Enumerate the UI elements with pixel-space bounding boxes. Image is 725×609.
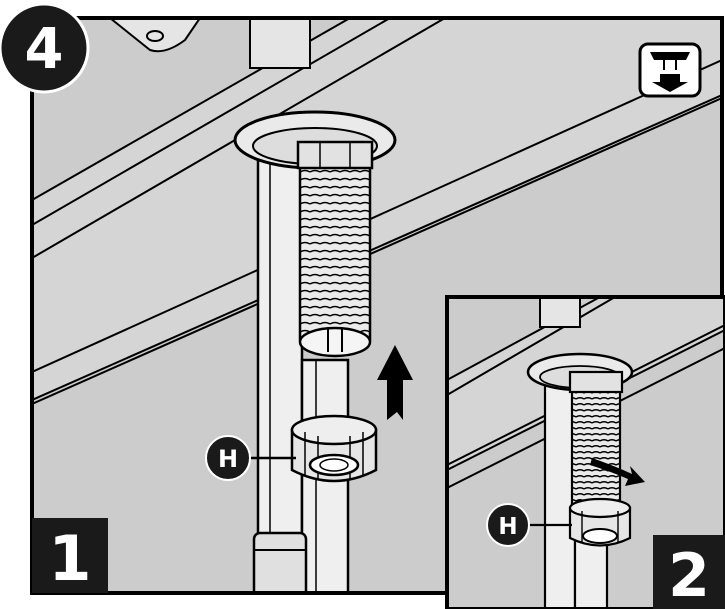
callout-h-label: H	[218, 445, 238, 473]
panel-number-2: 2	[653, 535, 725, 609]
under-sink-install-icon	[638, 42, 702, 98]
callout-h-inset-label: H	[498, 514, 517, 540]
callout-h-inset: H	[486, 503, 530, 547]
step-badge: 4	[0, 2, 90, 94]
inset-panel-frame	[445, 295, 725, 609]
callout-h-main: H	[205, 435, 251, 481]
connector-nut-h	[290, 414, 378, 483]
connector-nut-h-inset	[568, 497, 632, 547]
arrow-up-icon	[377, 345, 413, 420]
threaded-shank	[298, 153, 372, 342]
curved-arrow-icon	[590, 458, 645, 486]
panel-2-label: 2	[668, 541, 710, 609]
panel-1-label: 1	[48, 522, 91, 595]
panel-number-1: 1	[32, 518, 108, 595]
step-number: 4	[25, 17, 64, 82]
